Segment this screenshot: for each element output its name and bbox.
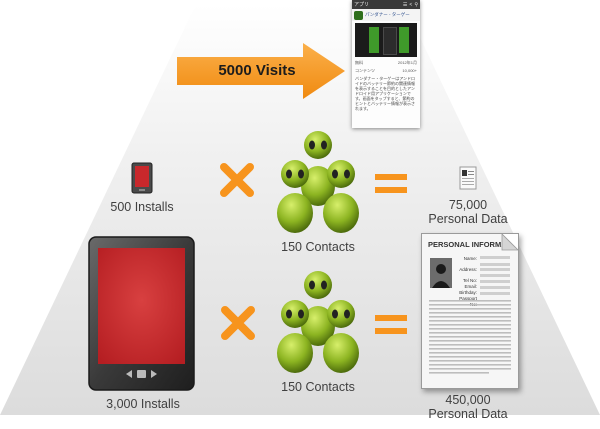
equals-icon [375, 174, 407, 193]
status-bar: アプリ ☰ < ⚲ [352, 0, 420, 9]
row1-personal-data-text: Personal Data [428, 212, 508, 226]
menu-icon: ☰ [402, 1, 408, 8]
document-photo-icon [430, 258, 452, 288]
small-phone-icon [131, 162, 153, 194]
document-field: Email: [464, 284, 477, 289]
contacts-group-icon [277, 271, 359, 373]
document-field: Name: [463, 256, 477, 261]
app-store-screenshot: アプリ ☰ < ⚲ パンダナー - ターゲー 無料 2012年1月 コンテンツ … [352, 0, 420, 128]
installs-left: コンテンツ [355, 68, 375, 73]
document-field: Birthday: [459, 290, 477, 295]
row1-installs-label: 500 Installs [110, 200, 174, 214]
row2-personal-data-number: 450,000 [445, 393, 491, 407]
gallery-thumb [383, 27, 397, 55]
equals-icon [375, 315, 407, 334]
price-right: 2012年1月 [397, 60, 417, 65]
personal-information-document: PERSONAL INFORMAT Name: Address: Tel No:… [421, 233, 519, 389]
arrow-shape [177, 43, 345, 99]
app-meta-row: 無料 2012年1月 [352, 59, 420, 67]
row1-contacts-label: 150 Contacts [281, 240, 355, 254]
multiply-icon [220, 163, 254, 197]
app-description: バンダナー・ターゲーはアンドロイドのバッテリー節約の関連情報を表示することを目的… [355, 76, 416, 111]
installs-right: 10,000+ [402, 68, 417, 73]
row1-personal-data: 75,000 Personal Data [420, 198, 516, 226]
document-text-lines [429, 234, 518, 374]
app-header: パンダナー - ターゲー [352, 9, 420, 21]
document-field: Tel No: [462, 278, 477, 283]
document-header: PERSONAL INFORMAT [428, 240, 511, 249]
status-title: アプリ [354, 2, 370, 8]
row2-personal-data: 450,000 Personal Data [420, 393, 516, 421]
app-logo-icon [354, 10, 363, 20]
gallery-thumb [369, 27, 379, 53]
price-left: 無料 [355, 60, 363, 65]
contacts-group-icon [277, 131, 359, 233]
visits-label: 5000 Visits [218, 62, 296, 79]
app-title: パンダナー - ターゲー [365, 12, 410, 17]
tablet-device-icon [88, 236, 195, 391]
screenshot-gallery [355, 23, 417, 57]
gallery-thumb [399, 27, 409, 53]
small-document-icon [459, 166, 477, 190]
row2-contacts-label: 150 Contacts [281, 380, 355, 394]
document-field: Address: [459, 267, 477, 272]
row2-installs-label: 3,000 Installs [106, 397, 180, 411]
search-icon: ⚲ [414, 1, 418, 8]
multiply-icon [221, 306, 255, 340]
row1-personal-data-number: 75,000 [448, 198, 488, 212]
app-meta-row: コンテンツ 10,000+ [352, 67, 420, 75]
row2-personal-data-text: Personal Data [428, 407, 508, 421]
share-icon: < [409, 1, 413, 8]
